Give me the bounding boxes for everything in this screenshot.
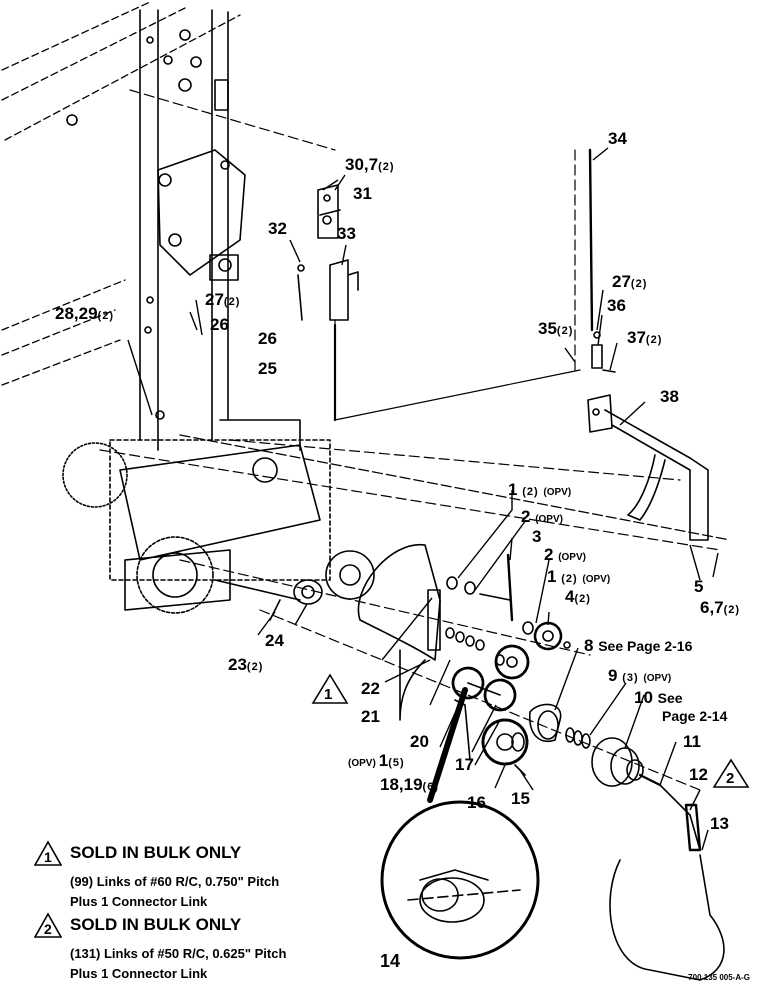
leader-lines	[127, 147, 719, 851]
warning-triangle-1: 1	[311, 673, 349, 704]
note-1-title: SOLD IN BULK ONLY	[70, 843, 242, 862]
callout-26-left: 26	[210, 315, 229, 334]
callout-8: 8 See Page 2-16	[584, 636, 693, 655]
marker-2-text: 2	[726, 770, 734, 787]
callout-11: 11	[683, 732, 701, 751]
callout-16: 16	[467, 793, 486, 812]
callout-23: 23(2)	[228, 655, 264, 674]
callout-32: 32	[268, 219, 287, 238]
note-2: 2 SOLD IN BULK ONLY (131) Links of #50 R…	[34, 912, 286, 984]
callout-27-left: 27(2)	[205, 290, 241, 309]
chain-12	[609, 784, 725, 981]
bracket-30-31	[317, 184, 341, 239]
sprocket-17	[451, 666, 517, 761]
callout-3: 3	[532, 527, 542, 546]
lever-38	[587, 394, 709, 541]
callout-13: 13	[710, 814, 729, 833]
spacers-upper	[446, 553, 534, 635]
frame-rails	[1, 1, 241, 386]
callout-12: 12	[689, 765, 708, 784]
figure-id: 700 135 005-A-G	[688, 973, 750, 982]
spacers-9	[565, 727, 591, 749]
note-1-line1: (99) Links of #60 R/C, 0.750" Pitch	[70, 874, 280, 889]
callout-33: 33	[337, 224, 356, 243]
callout-1-lower: (OPV)1(5)	[348, 751, 405, 770]
marker-1-text: 1	[324, 686, 332, 703]
callout-24: 24	[265, 631, 284, 650]
callout-4: 4(2)	[565, 587, 591, 606]
callout-25: 25	[258, 359, 277, 378]
clutch-8	[529, 703, 562, 742]
svg-text:1: 1	[44, 849, 52, 865]
callout-20: 20	[410, 732, 429, 751]
channel-33	[297, 259, 359, 422]
note-1-line2: Plus 1 Connector Link	[70, 894, 208, 910]
callout-26-right: 26	[258, 329, 277, 348]
svg-text:2: 2	[44, 921, 52, 937]
callout-6-7: 6,7(2)	[700, 598, 741, 617]
callout-2-top: 2 (OPV)	[521, 507, 563, 526]
bushing-14-detail	[380, 687, 540, 960]
bushing-24	[293, 579, 323, 605]
sprocket-4	[533, 621, 571, 651]
note-2-title: SOLD IN BULK ONLY	[70, 915, 242, 934]
callout-14: 14	[380, 951, 401, 971]
callout-2-mid: 2 (OPV)	[544, 545, 586, 564]
note-1: 1 SOLD IN BULK ONLY (99) Links of #60 R/…	[34, 840, 279, 912]
callout-22: 22	[361, 679, 380, 698]
callout-31: 31	[353, 184, 372, 203]
warning-triangle-2: 2	[712, 758, 750, 788]
sprocket-upper	[494, 644, 530, 680]
callout-15: 15	[511, 789, 530, 808]
drive-housing	[62, 410, 375, 614]
callout-1-mid: 1 (2) (OPV)	[547, 567, 611, 586]
rod-34	[588, 148, 616, 373]
callout-34: 34	[608, 129, 627, 148]
callout-35: 35(2)	[538, 319, 574, 338]
callout-27-right: 27(2)	[612, 272, 648, 291]
callout-18-19: 18,19(6)	[380, 775, 439, 794]
callout-21: 21	[361, 707, 380, 726]
frame-uprights	[66, 9, 229, 451]
note-2-line1: (131) Links of #50 R/C, 0.625" Pitch	[70, 946, 287, 961]
callout-9: 9 (3) (OPV)	[608, 666, 672, 685]
warning-triangle-icon: 2	[34, 912, 62, 938]
callout-1-top: 1 (2) (OPV)	[508, 480, 572, 499]
callout-10: 10 See	[634, 688, 683, 707]
shaft-lines	[99, 89, 731, 791]
chain-22	[357, 544, 441, 721]
frame-bracket	[157, 149, 246, 281]
callout-5: 5	[694, 577, 704, 596]
callout-36: 36	[607, 296, 626, 315]
note-2-line2: Plus 1 Connector Link	[70, 966, 208, 982]
callout-17: 17	[455, 755, 474, 774]
sprocket-16	[481, 718, 529, 776]
callout-30-7: 30,7(2)	[345, 155, 395, 174]
callout-37: 37(2)	[627, 328, 663, 347]
callout-38: 38	[660, 387, 679, 406]
callout-28-29: 28,29(2)	[55, 304, 114, 323]
warning-triangle-icon: 1	[34, 840, 62, 866]
callout-10-page: Page 2-14	[662, 708, 728, 724]
